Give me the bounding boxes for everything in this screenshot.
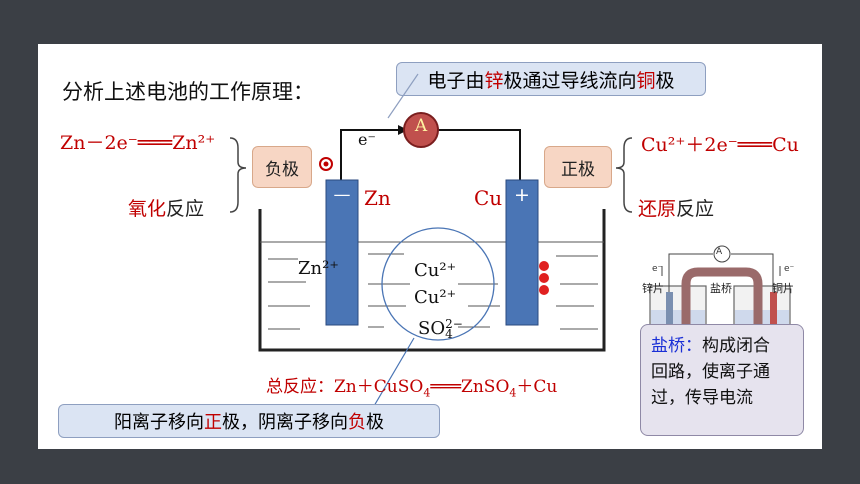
copper-sheet: [770, 292, 777, 340]
zinc-electrode: [325, 179, 359, 326]
total-eq-2: ═══: [430, 377, 462, 397]
ion-highlight-circle: [381, 227, 495, 341]
bridge-label: 盐桥: [710, 282, 732, 295]
ion-migration-callout: 阳离子移向正极，阴离子移向负极: [58, 404, 440, 438]
sulfate-charge: 2−: [445, 317, 463, 331]
salt-bridge-term: 盐桥：: [651, 336, 702, 356]
neg-eq-equals: ═══: [137, 132, 173, 154]
sulfate-base: SO: [418, 318, 446, 339]
salt-bridge-panel: A e⁻ e⁻ 锌片 盐桥 铜片 盐桥：构成闭合 回路，使离子通 过，传导电流: [638, 244, 806, 444]
meter-icon: [713, 245, 731, 263]
copper-sheet-label: 铜片: [772, 282, 794, 295]
ammeter-label: A: [414, 116, 428, 136]
zinc-sheet: [666, 292, 673, 340]
copper-electrode: [505, 179, 539, 326]
pos-eq-equals: ═══: [737, 134, 773, 156]
reduction-reaction: 还原反应: [638, 194, 714, 221]
positive-electrode-label: 正极: [544, 146, 612, 188]
left-brace: [229, 137, 247, 213]
pos-eq-minus: ⁻: [727, 134, 738, 156]
copper-label: Cu: [474, 186, 503, 210]
copper-deposit-dot: [539, 261, 549, 271]
salt-bridge-tube: [681, 267, 763, 338]
negative-half-equation: Zn－2e⁻═══Zn²⁺: [60, 128, 215, 155]
galvanic-cell-diagram: [229, 73, 633, 407]
electron-flow-callout: 电子由锌极通过导线流向铜极: [396, 62, 706, 96]
migration-text-2: 极，阴离子移向: [222, 412, 348, 433]
page-title: 分析上述电池的工作原理：: [62, 80, 314, 104]
negative-electrode-label: 负极: [252, 146, 312, 188]
positive-half-equation: Cu²⁺＋2e⁻═══Cu: [641, 130, 799, 157]
salt-bridge-explanation: 盐桥：构成闭合 回路，使离子通 过，传导电流: [640, 324, 804, 436]
total-eq-1: Zn＋CuSO: [334, 377, 424, 397]
positive-sign: +: [514, 184, 530, 206]
copper-ion-2: Cu²⁺: [414, 287, 457, 308]
slide: 分析上述电池的工作原理： 电子由锌极通过导线流向铜极 Zn－2e⁻═══Zn²⁺…: [38, 44, 822, 449]
pos-eq-part1: Cu²⁺＋2e: [641, 134, 728, 156]
total-eq-4: ＋Cu: [516, 377, 558, 397]
wire-left: [340, 129, 404, 180]
total-label: 总反应：: [266, 377, 334, 397]
migration-text-3: 极: [366, 412, 384, 433]
right-electron-label: e⁻: [784, 264, 795, 274]
callout-copper: 铜: [636, 69, 656, 92]
total-sub-1: 4: [423, 386, 431, 400]
pos-eq-product: Cu: [772, 134, 799, 156]
salt-bridge-line2: 回路，使离子通: [651, 362, 770, 382]
beaker: [258, 209, 606, 352]
copper-deposit-dot: [539, 273, 549, 283]
copper-ion-1: Cu²⁺: [414, 260, 457, 281]
oxidation-suffix: 反应: [166, 198, 205, 220]
salt-bridge-line1: 构成闭合: [702, 336, 770, 356]
zinc-ion: Zn²⁺: [298, 258, 339, 279]
sulfate-subscript: 4: [445, 327, 453, 341]
zinc-sheet-label: 锌片: [642, 282, 664, 295]
neg-eq-product: Zn²⁺: [172, 132, 216, 154]
callout-text-2: 极通过导线流向: [503, 69, 637, 92]
zinc-label: Zn: [364, 186, 391, 210]
sulfate-ion: SO 2− 4: [418, 317, 463, 341]
left-electron-label: e⁻: [652, 264, 663, 274]
total-reaction: 总反应：Zn＋CuSO4═══ZnSO4＋Cu: [266, 372, 557, 399]
callout-pointer: [387, 73, 419, 119]
total-sub-2: 4: [509, 386, 517, 400]
salt-bridge-line3: 过，传导电流: [651, 388, 753, 408]
neg-eq-minus: ⁻: [127, 132, 138, 154]
oxidation-term: 氧化: [128, 198, 167, 220]
migration-pointer: [373, 337, 415, 407]
electron-label: e⁻: [358, 130, 376, 149]
solution-lines: [268, 253, 598, 330]
ammeter-icon: [403, 112, 439, 148]
total-eq-3: ZnSO: [461, 377, 510, 397]
callout-text-1: 电子由: [427, 69, 485, 92]
migration-negative: 负: [348, 412, 366, 433]
reduction-suffix: 反应: [676, 198, 715, 220]
wire-right: [438, 129, 521, 180]
meter-label: A: [716, 247, 723, 257]
callout-zinc: 锌: [484, 69, 504, 92]
right-brace: [615, 137, 633, 213]
negative-sign: —: [333, 185, 351, 205]
neg-eq-part1: Zn－2e: [60, 132, 128, 154]
reduction-term: 还原: [638, 198, 677, 220]
migration-positive: 正: [204, 412, 222, 433]
callout-text-3: 极: [655, 69, 675, 92]
copper-deposit-dot: [539, 285, 549, 295]
oxidation-reaction: 氧化反应: [128, 194, 204, 221]
migration-text-1: 阳离子移向: [114, 412, 204, 433]
